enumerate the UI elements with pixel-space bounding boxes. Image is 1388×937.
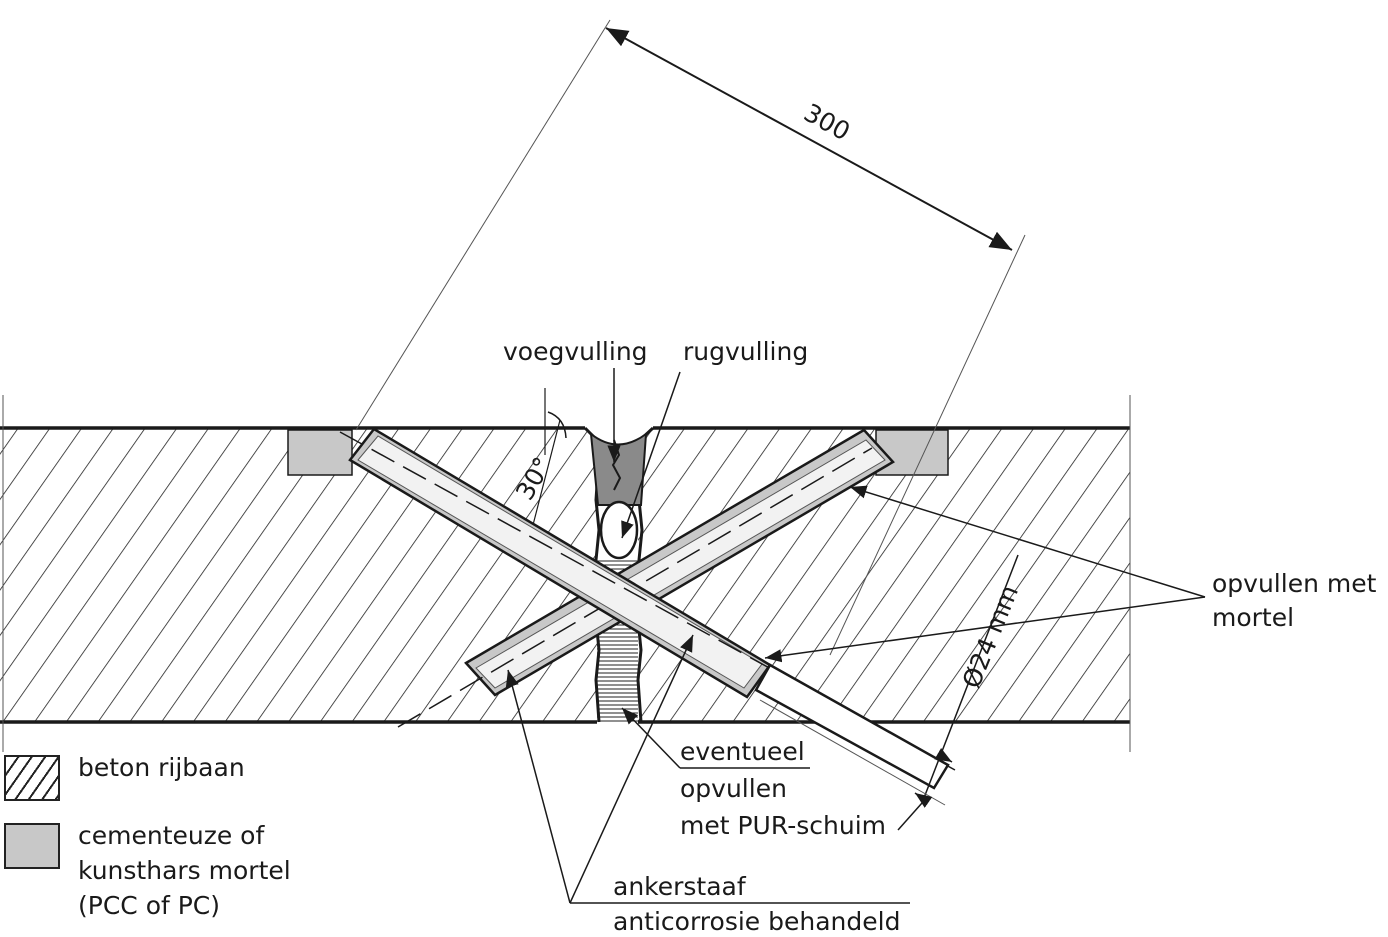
fill-mortar-leader-upper — [849, 485, 1206, 598]
pur-label-line3: met PUR-schuim — [680, 811, 886, 840]
angle-leader-line — [532, 419, 561, 526]
diameter-tail-line — [897, 802, 923, 831]
backer-rod-leader — [621, 371, 681, 539]
fill-mortar-label-line2: mortel — [1212, 603, 1294, 632]
backer-rod — [599, 500, 639, 560]
angle-arc — [547, 411, 567, 439]
diameter-tick-arrow — [914, 792, 933, 808]
diameter-extension-line — [759, 699, 946, 806]
joint-filler-label: voegvulling — [503, 337, 648, 366]
dimension-extension-line — [829, 234, 1026, 656]
mortar-pocket-right — [875, 429, 949, 476]
fill-mortar-label-line1: opvullen met — [1212, 569, 1377, 598]
anchor-leader-right — [569, 634, 694, 904]
anchor-label-line1: ankerstaaf — [613, 872, 747, 901]
anchor-bar-protrusion — [754, 663, 950, 790]
diameter-tick-arrow — [934, 747, 953, 763]
fill-mortar-leader-lower — [764, 596, 1206, 663]
anchor-label-line2: anticorrosie behandeld — [613, 907, 900, 936]
legend-swatch-mortar — [4, 823, 60, 869]
joint-filler — [589, 431, 648, 506]
legend-swatch-concrete — [4, 755, 60, 801]
pur-label-line1: eventueel — [680, 737, 805, 766]
dimension-line-300 — [605, 27, 1013, 251]
legend-text-mortar: cementeuze of kunsthars mortel (PCC of P… — [78, 821, 291, 920]
pur-label-line2: opvullen — [680, 774, 787, 803]
anchor-leader-left — [505, 669, 571, 904]
mortar-pocket-left — [287, 429, 353, 476]
legend-text-concrete: beton rijbaan — [78, 753, 245, 782]
dimension-extension-line — [355, 19, 611, 431]
pur-leader — [621, 707, 681, 769]
backer-rod-label: rugvulling — [683, 337, 808, 366]
